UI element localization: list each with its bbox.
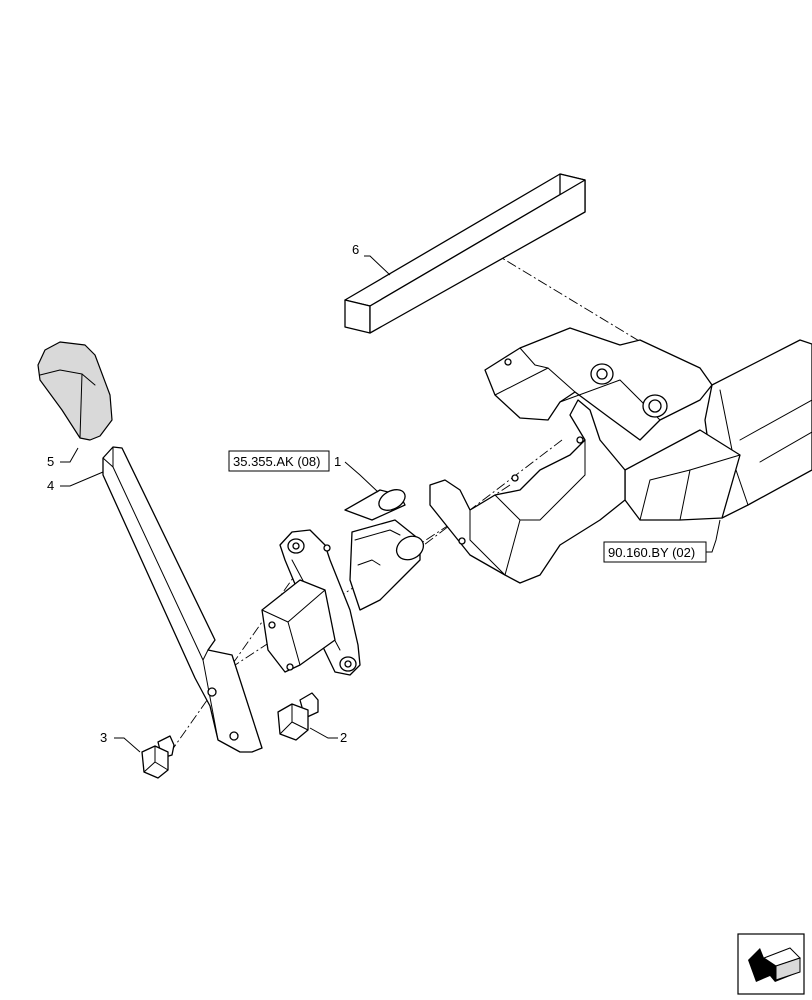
frame-assembly[interactable] — [429, 327, 812, 584]
callout-6: 6 — [352, 242, 359, 257]
callout-5: 5 — [47, 454, 54, 469]
reference-frame-label: 90.160.BY (02) — [608, 545, 695, 560]
part-5-knob[interactable] — [37, 341, 113, 441]
reference-valve[interactable]: 35.355.AK (08) — [228, 450, 330, 472]
part-6-bar[interactable] — [344, 173, 586, 334]
reference-frame[interactable]: 90.160.BY (02) — [603, 541, 707, 563]
callout-1: 1 — [334, 454, 341, 469]
part-2-bolt[interactable] — [277, 692, 319, 741]
reference-valve-label: 35.355.AK (08) — [233, 454, 320, 469]
callout-3: 3 — [100, 730, 107, 745]
leader-lines — [60, 255, 721, 753]
callout-4: 4 — [47, 478, 54, 493]
arrow-navigation-icon[interactable] — [737, 933, 805, 995]
part-3-bolt[interactable] — [141, 735, 175, 779]
part-4-lever[interactable] — [102, 446, 263, 753]
callout-2: 2 — [340, 730, 347, 745]
part-1-valve[interactable] — [261, 485, 428, 676]
